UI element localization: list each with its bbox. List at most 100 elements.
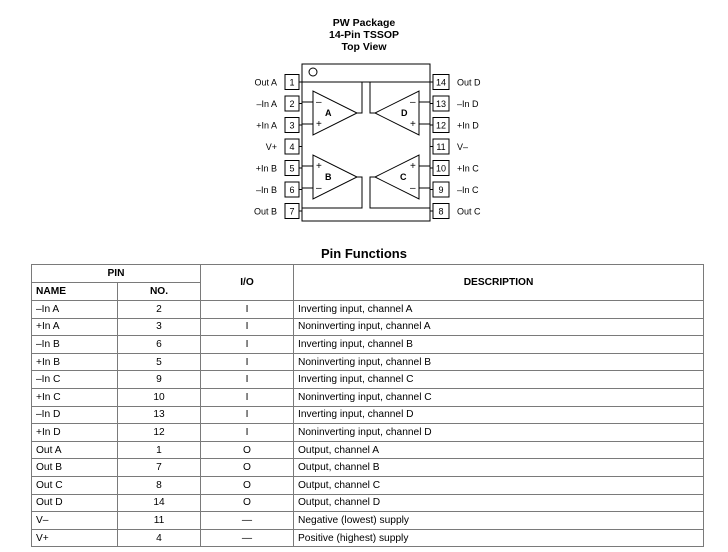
row-name: +In D <box>31 423 118 442</box>
amplifier-d: – + D <box>302 81 430 136</box>
pin-label: –In C <box>457 185 479 195</box>
header-pin: PIN <box>31 264 201 283</box>
pin-label: +In B <box>256 164 277 174</box>
row-name: –In C <box>31 370 118 389</box>
row-description: Output, channel A <box>293 440 704 460</box>
row-name: –In D <box>31 405 118 425</box>
row-name: Out A <box>31 440 118 460</box>
amp-d-plus: + <box>410 119 416 130</box>
row-io: — <box>200 511 294 530</box>
row-number: 2 <box>117 300 201 319</box>
row-number: 14 <box>117 493 201 513</box>
pin-label: Out A <box>254 78 277 88</box>
row-description: Noninverting input, channel A <box>293 317 704 337</box>
row-description: Output, channel B <box>293 458 704 477</box>
row-number: 11 <box>117 511 201 530</box>
row-description: Inverting input, channel D <box>293 405 704 425</box>
row-description: Noninverting input, channel B <box>293 352 704 372</box>
row-number: 7 <box>117 458 201 477</box>
pin-functions-title: Pin Functions <box>321 246 407 261</box>
row-io: O <box>200 458 294 477</box>
amp-c-label: C <box>400 172 407 182</box>
row-io: O <box>200 440 294 460</box>
row-number: 1 <box>117 440 201 460</box>
amp-a-plus: + <box>316 119 322 130</box>
row-description: Inverting input, channel B <box>293 335 704 354</box>
row-name: +In B <box>31 352 118 372</box>
pin-number: 9 <box>438 185 443 195</box>
amp-b-plus: + <box>316 161 322 172</box>
amplifier-c: + – C <box>369 154 430 209</box>
row-description: Output, channel D <box>293 493 704 513</box>
amp-c-plus: + <box>410 161 416 172</box>
package-body <box>301 63 431 222</box>
pin-number: 8 <box>438 207 443 217</box>
pin-number: 11 <box>436 142 445 152</box>
row-number: 8 <box>117 475 201 495</box>
row-io: I <box>200 352 294 372</box>
row-io: I <box>200 317 294 337</box>
package-title: PW Package <box>332 17 396 29</box>
pin-label: –In B <box>256 185 277 195</box>
pin-number: 14 <box>436 78 446 88</box>
pin1-marker <box>308 67 318 77</box>
pin-number: 13 <box>436 99 446 109</box>
row-io: I <box>200 387 294 407</box>
amplifier-a: – + A <box>302 81 430 136</box>
row-description: Negative (lowest) supply <box>293 511 704 530</box>
row-name: +In A <box>31 317 118 337</box>
row-io: I <box>200 370 294 389</box>
amplifier-group: – + A + – B + – C <box>302 81 430 209</box>
row-number: 13 <box>117 405 201 425</box>
package-view: Top View <box>341 41 387 53</box>
pin-number: 1 <box>289 78 294 88</box>
row-io: O <box>200 493 294 513</box>
header-io: I/O <box>200 264 294 301</box>
pin-label: +In C <box>457 164 479 174</box>
pin-number: 3 <box>289 121 294 131</box>
row-description: Noninverting input, channel D <box>293 423 704 442</box>
header-name: NAME <box>31 282 118 301</box>
row-name: –In A <box>31 300 118 319</box>
pin-label: Out B <box>254 207 277 217</box>
table-row: V+4—Positive (highest) supply <box>31 528 704 548</box>
row-number: 3 <box>117 317 201 337</box>
header-description: DESCRIPTION <box>293 264 704 301</box>
row-name: –In B <box>31 335 118 354</box>
amp-b-label: B <box>325 172 332 182</box>
amp-a-minus: – <box>316 97 322 108</box>
amp-c-minus: – <box>410 183 416 194</box>
pin-label: –In A <box>256 99 277 109</box>
row-number: 10 <box>117 387 201 407</box>
row-description: Inverting input, channel C <box>293 370 704 389</box>
header-no: NO. <box>117 282 201 301</box>
pin-number: 12 <box>436 121 446 131</box>
row-name: V– <box>31 511 118 530</box>
pin-label: Out D <box>457 78 481 88</box>
row-description: Output, channel C <box>293 475 704 495</box>
row-name: Out D <box>31 493 118 513</box>
row-io: — <box>200 528 294 548</box>
row-io: I <box>200 405 294 425</box>
pin-number: 6 <box>289 185 294 195</box>
row-io: I <box>200 335 294 354</box>
row-io: O <box>200 475 294 495</box>
amplifier-b: + – B <box>302 154 363 209</box>
pin-label: V+ <box>266 142 277 152</box>
pin-number: 7 <box>289 207 294 217</box>
amp-a-label: A <box>325 108 332 118</box>
pin-label: V– <box>457 142 468 152</box>
row-number: 9 <box>117 370 201 389</box>
row-description: Inverting input, channel A <box>293 300 704 319</box>
pin-number: 2 <box>289 99 294 109</box>
